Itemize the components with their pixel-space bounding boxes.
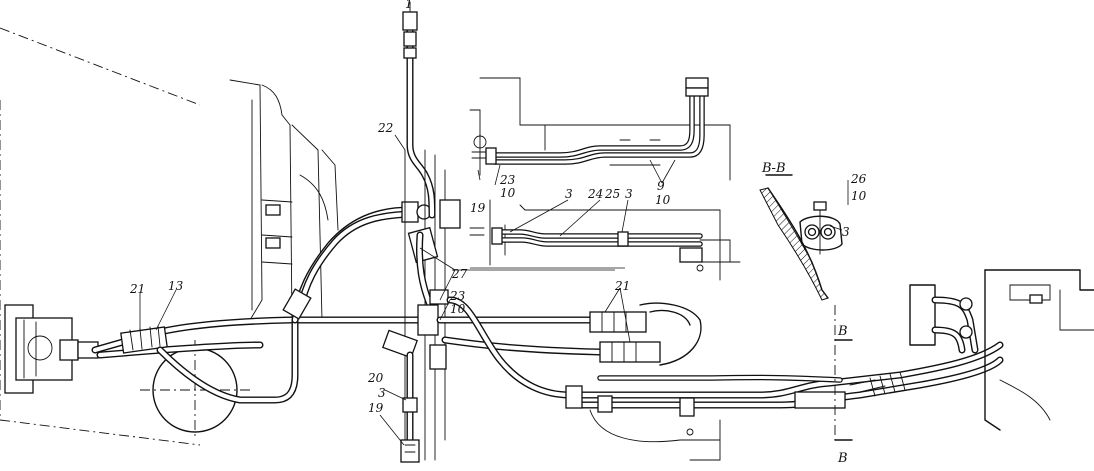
label-3-inset-right: 3 [625,187,633,201]
label-10-lower: 10 [450,302,466,316]
label-21-right: 21 [614,279,630,293]
label-21-left: 21 [129,282,145,296]
left-pump-unit [4,304,99,394]
right-pipes-to-filter [436,296,604,399]
label-22: 22 [377,121,393,135]
label-24: 24 [587,187,603,201]
label-1: 1 [405,0,413,11]
right-pump-unit [909,269,1094,431]
frame-outline [0,27,339,446]
central-manifold [381,149,461,461]
label-27: 27 [451,267,468,281]
label-3-lower: 3 [378,386,386,400]
right-hoses [794,371,906,409]
section-mark-top: В [837,324,848,339]
label-23-upper: 23 [499,173,516,187]
label-20: 20 [367,371,384,385]
label-23-lower: 23 [449,289,466,303]
label-25: 25 [604,187,620,201]
inset-view-upper [469,77,731,181]
label-10-upper: 10 [500,186,516,200]
section-title: В-В [761,161,786,176]
hose-coupling-21-13 [120,325,168,354]
lower-vertical-pipe-20 [400,351,420,463]
label-13: 13 [168,279,184,293]
section-marks: В В [834,305,853,466]
label-3-inset-left: 3 [565,187,573,201]
label-10-section: 10 [851,189,867,203]
round-tank-outline [140,340,250,440]
callout-labels: 1 22 23 10 9 10 19 3 24 25 3 27 21 13 21… [129,0,867,415]
section-mark-bottom: В [837,451,848,466]
diagonal-hose [282,201,432,324]
lower-long-pipe [565,341,1004,461]
lower-loop-pipe [156,316,299,404]
label-10-inset: 10 [655,193,671,207]
label-19-upper: 19 [470,201,486,215]
label-9: 9 [657,179,665,193]
inset-view-middle [469,199,741,281]
label-3-section: 3 [842,225,850,239]
vertical-pipe-22 [402,1,436,219]
label-19-lower: 19 [368,401,384,415]
leader-lines [139,2,849,446]
filter-units-21 [589,302,702,366]
label-26: 26 [850,172,867,186]
section-bb-detail [759,174,843,301]
